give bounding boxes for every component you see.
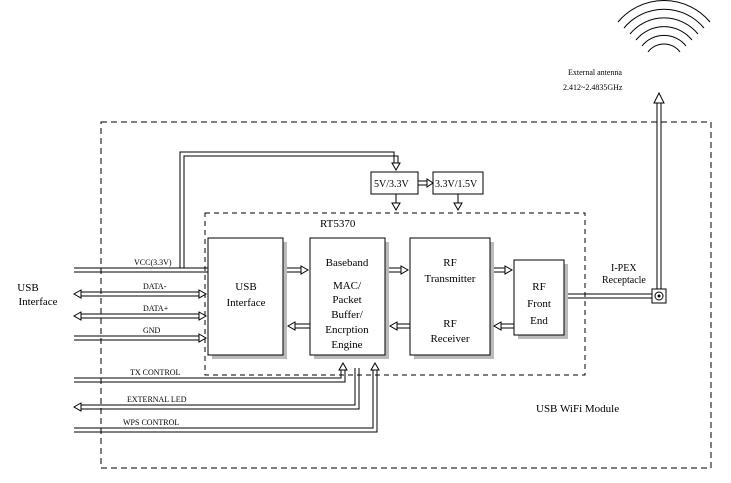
svg-text:Interface: Interface	[226, 297, 265, 309]
svg-text:Encrption: Encrption	[325, 324, 369, 336]
svg-text:Baseband: Baseband	[326, 257, 369, 269]
antenna-feed	[653, 91, 665, 290]
svg-text:Buffer/: Buffer/	[331, 309, 364, 321]
antenna-label: External antenna	[568, 68, 622, 77]
external-led-label: EXTERNAL LED	[127, 395, 187, 404]
data-minus-label: DATA-	[143, 282, 167, 291]
svg-text:RF: RF	[532, 281, 545, 293]
ipex-label: I-PEX	[611, 263, 637, 274]
control-lines	[72, 361, 380, 433]
regulator-3v3-1v5-label: 3.3V/1.5V	[435, 179, 478, 190]
wps-control-label: WPS CONTROL	[123, 418, 179, 427]
rf-receiver-label-2: Receiver	[430, 333, 469, 345]
rf-transmitter-label-2: Transmitter	[425, 273, 476, 285]
tx-control-label: TX CONTROL	[130, 368, 181, 377]
ipex-receptacle-label: Receptacle	[602, 275, 646, 286]
svg-text:End: End	[530, 315, 548, 327]
ipex-receptacle-icon	[651, 288, 667, 304]
svg-text:Front: Front	[527, 298, 551, 310]
svg-text:Packet: Packet	[332, 294, 361, 306]
rf-transmitter-label-1: RF	[443, 257, 456, 269]
block-arrows	[286, 265, 652, 331]
vcc-label: VCC(3.3V)	[134, 258, 172, 267]
usb-interface-label-1: USB	[17, 282, 38, 294]
svg-text:USB: USB	[235, 281, 256, 293]
rf-front-end-block: RF Front End	[513, 259, 568, 339]
module-label: USB WiFi Module	[536, 403, 619, 415]
rf-receiver-label-1: RF	[443, 318, 456, 330]
gnd-label: GND	[143, 326, 161, 335]
svg-text:MAC/: MAC/	[333, 280, 362, 292]
usb-signal-lines	[72, 267, 208, 343]
module-boundary	[100, 121, 712, 469]
power-line	[179, 151, 401, 268]
chip-label: RT5370	[320, 218, 356, 230]
antenna-frequency: 2.412~2.4835GHz	[563, 83, 623, 92]
usb-interface-block: USB Interface	[207, 237, 287, 359]
data-plus-label: DATA+	[143, 304, 169, 313]
regulator-5v-3v3-label: 5V/3.3V	[374, 179, 410, 190]
rf-transceiver-block: RF Transmitter RF Receiver	[409, 237, 494, 359]
regulator-links	[391, 178, 463, 212]
regulator-5v-3v3	[370, 171, 419, 195]
antenna-icon	[617, 0, 711, 53]
usb-interface-label-2: Interface	[18, 296, 57, 308]
svg-text:Engine: Engine	[331, 339, 362, 351]
baseband-block: Baseband MAC/ Packet Buffer/ Encrption E…	[309, 237, 389, 359]
